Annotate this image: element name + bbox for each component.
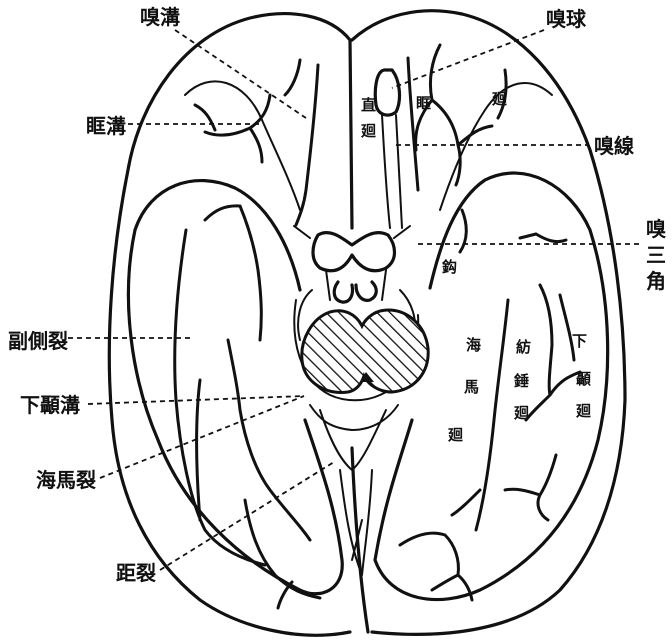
uncus-char: 鈎 bbox=[442, 258, 457, 276]
label-collateral-fissure: 副側裂 bbox=[8, 329, 68, 353]
olfactory-bulb bbox=[375, 70, 399, 115]
inferior-temporal-gyrus-char-1: 下 bbox=[572, 332, 587, 350]
left-orbital-sulcus-upper bbox=[285, 60, 300, 95]
label-olfactory-trigone-2: 三 bbox=[646, 243, 666, 267]
right-inferior-temporal-sulcus bbox=[560, 295, 574, 360]
right-collateral-fissure bbox=[476, 300, 508, 530]
orbital-gyri-char-2: 廻 bbox=[491, 90, 508, 108]
label-olfactory-bulb: 嗅球 bbox=[546, 7, 587, 31]
left-orbital-sulcus bbox=[195, 95, 270, 162]
label-olfactory-trigone-3: 角 bbox=[646, 269, 666, 293]
inferior-temporal-gyrus-char-2: 顳 bbox=[576, 370, 591, 388]
left-olfactory-sulcus bbox=[296, 65, 318, 225]
fusiform-gyrus-char-1: 紡 bbox=[516, 338, 531, 356]
label-hippocampal-fissure: 海馬裂 bbox=[36, 468, 96, 492]
pituitary-stalk bbox=[334, 282, 376, 302]
right-calcarine-branch bbox=[400, 533, 472, 600]
hippocampal-fissure-leader bbox=[100, 396, 304, 478]
label-inferior-temporal-sulcus: 下顳溝 bbox=[20, 393, 80, 417]
right-uncal-sulcus bbox=[460, 210, 566, 252]
inferior-temporal-sulcus-leader bbox=[88, 396, 304, 404]
gyrus-rectus-char-2: 廻 bbox=[360, 122, 377, 140]
hippocampal-gyrus-char-1: 海 bbox=[466, 336, 481, 354]
right-occipital-sulcus bbox=[505, 455, 556, 520]
label-calcarine-fissure: 距裂 bbox=[116, 561, 156, 585]
label-olfactory-trigone-1: 嗅 bbox=[646, 217, 667, 241]
inferior-temporal-gyrus-char-3: 廻 bbox=[575, 402, 592, 420]
hippocampal-gyrus-char-3: 廻 bbox=[447, 426, 464, 444]
left-temporal-sulcus-upper bbox=[205, 206, 261, 340]
label-olfactory-sulcus: 嗅溝 bbox=[140, 5, 180, 29]
left-inferior-temporal-sulcus bbox=[228, 340, 310, 540]
label-orbital-sulcus: 眶溝 bbox=[86, 114, 126, 138]
right-orbital-sulcus bbox=[416, 45, 492, 185]
gyrus-rectus-char-1: 直 bbox=[361, 96, 376, 114]
fusiform-gyrus-char-3: 廻 bbox=[513, 404, 530, 422]
olfactory-bulb-leader bbox=[392, 30, 544, 88]
olfactory-tract bbox=[382, 115, 402, 228]
calcarine-fissure-leader bbox=[160, 462, 334, 570]
longitudinal-fissure-front bbox=[350, 40, 352, 228]
label-olfactory-tract: 嗅線 bbox=[594, 134, 634, 158]
hippocampal-gyrus-char-2: 馬 bbox=[464, 378, 479, 396]
fusiform-gyrus-char-2: 錘 bbox=[514, 372, 529, 390]
right-temporal-small-sulcus bbox=[452, 490, 480, 515]
optic-chiasm-region bbox=[313, 233, 395, 271]
orbital-gyri-char-1: 眶 bbox=[416, 94, 431, 112]
